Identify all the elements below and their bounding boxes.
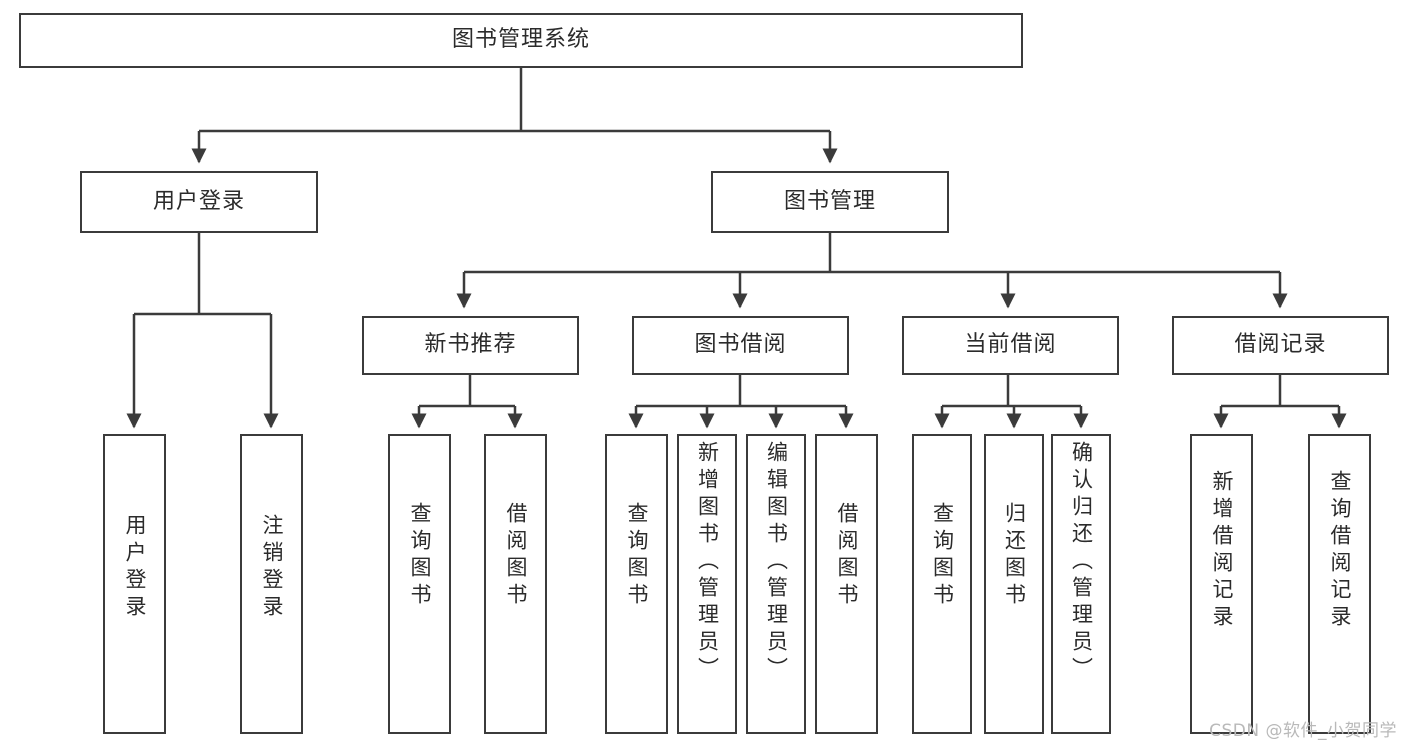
node-new-book-recommend[interactable]: 新书推荐: [362, 316, 579, 375]
node-leaf-add-book-label: 新增图书（管理员）: [695, 441, 720, 684]
node-leaf-query-book-1-label: 查询图书: [408, 502, 432, 610]
node-leaf-add-record[interactable]: 新增借阅记录: [1190, 434, 1253, 734]
node-new-book-recommend-label: 新书推荐: [424, 332, 517, 358]
node-root-label: 图书管理系统: [451, 27, 590, 53]
node-leaf-query-book-2-label: 查询图书: [625, 502, 649, 610]
node-book-borrow[interactable]: 图书借阅: [632, 316, 849, 375]
node-root[interactable]: 图书管理系统: [19, 13, 1023, 68]
node-leaf-query-book-3-label: 查询图书: [930, 502, 955, 610]
node-leaf-confirm-return-label: 确认归还（管理员）: [1069, 441, 1094, 684]
node-leaf-borrow-book-2[interactable]: 借阅图书: [815, 434, 878, 734]
node-leaf-query-book-3[interactable]: 查询图书: [912, 434, 972, 734]
node-leaf-user-login-label: 用户登录: [123, 514, 147, 622]
node-leaf-add-book[interactable]: 新增图书（管理员）: [677, 434, 737, 734]
node-leaf-borrow-book-1-label: 借阅图书: [504, 502, 528, 610]
node-leaf-edit-book[interactable]: 编辑图书（管理员）: [746, 434, 806, 734]
node-leaf-user-logout[interactable]: 注销登录: [240, 434, 303, 734]
node-leaf-user-logout-label: 注销登录: [260, 514, 284, 622]
node-book-borrow-label: 图书借阅: [694, 332, 787, 358]
node-leaf-return-book[interactable]: 归还图书: [984, 434, 1044, 734]
node-leaf-borrow-book-2-label: 借阅图书: [835, 502, 859, 610]
node-borrow-record-label: 借阅记录: [1234, 332, 1327, 358]
node-current-borrow[interactable]: 当前借阅: [902, 316, 1119, 375]
node-book-manage[interactable]: 图书管理: [711, 171, 949, 233]
node-borrow-record[interactable]: 借阅记录: [1172, 316, 1389, 375]
node-leaf-edit-book-label: 编辑图书（管理员）: [764, 441, 789, 684]
node-user-login-label: 用户登录: [152, 188, 245, 214]
node-leaf-user-login[interactable]: 用户登录: [103, 434, 166, 734]
csdn-watermark: CSDN @软件_小贺同学: [1209, 721, 1397, 741]
node-leaf-confirm-return[interactable]: 确认归还（管理员）: [1051, 434, 1111, 734]
node-leaf-return-book-label: 归还图书: [1002, 502, 1027, 610]
node-current-borrow-label: 当前借阅: [964, 332, 1057, 358]
node-book-manage-label: 图书管理: [783, 188, 876, 214]
node-user-login[interactable]: 用户登录: [80, 171, 318, 233]
node-leaf-query-record[interactable]: 查询借阅记录: [1308, 434, 1371, 734]
node-leaf-query-record-label: 查询借阅记录: [1328, 470, 1352, 632]
node-leaf-query-book-2[interactable]: 查询图书: [605, 434, 668, 734]
node-leaf-add-record-label: 新增借阅记录: [1210, 470, 1234, 632]
node-leaf-query-book-1[interactable]: 查询图书: [388, 434, 451, 734]
node-leaf-borrow-book-1[interactable]: 借阅图书: [484, 434, 547, 734]
